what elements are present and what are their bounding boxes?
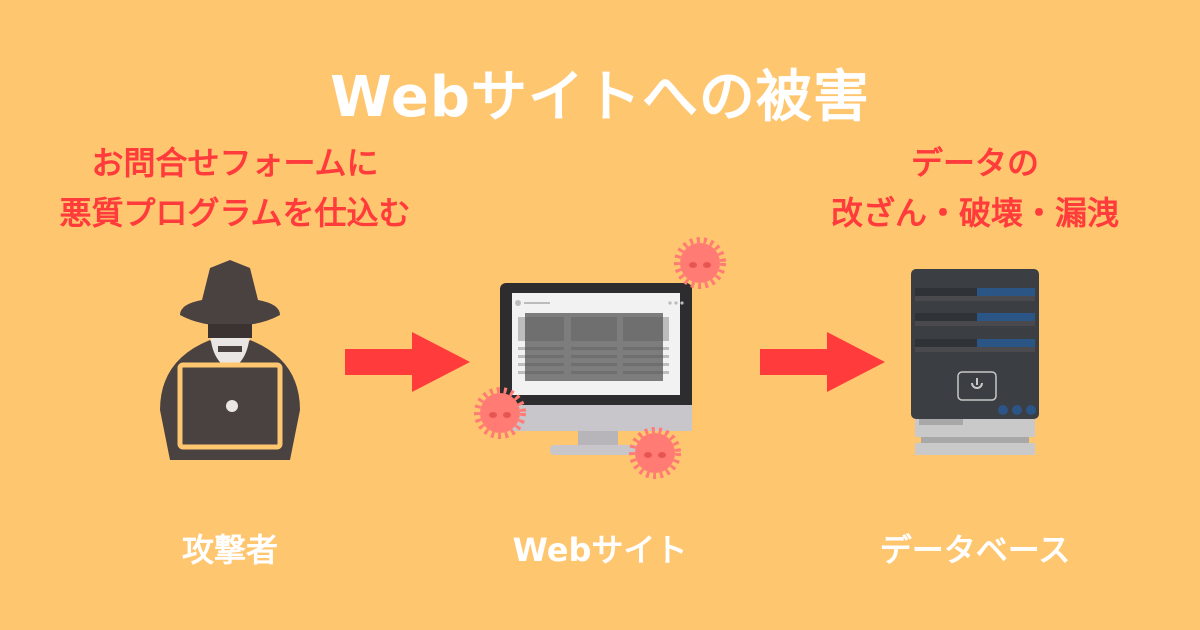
attack-note: お問合せフォームに 悪質プログラムを仕込む: [20, 138, 450, 238]
virus-icon: [480, 243, 720, 473]
arrow-right-icon: [760, 332, 885, 392]
website-monitor-icon: [474, 237, 726, 479]
label-database: データベース: [879, 531, 1071, 569]
hacker-icon: [160, 260, 300, 460]
attack-note-line1: お問合せフォームに: [91, 144, 379, 182]
label-website: Webサイト: [512, 531, 688, 569]
arrow-right-icon: [345, 332, 470, 392]
page-title: Webサイトへの被害: [330, 65, 870, 130]
database-server-icon: [911, 269, 1039, 455]
label-attacker: 攻撃者: [181, 531, 278, 569]
damage-note-line2: 改ざん・破壊・漏洩: [830, 194, 1119, 232]
damage-note-line1: データの: [910, 144, 1039, 182]
attack-note-line2: 悪質プログラムを仕込む: [59, 194, 411, 232]
power-icon: [957, 371, 997, 401]
damage-note: データの 改ざん・破壊・漏洩: [780, 138, 1170, 238]
